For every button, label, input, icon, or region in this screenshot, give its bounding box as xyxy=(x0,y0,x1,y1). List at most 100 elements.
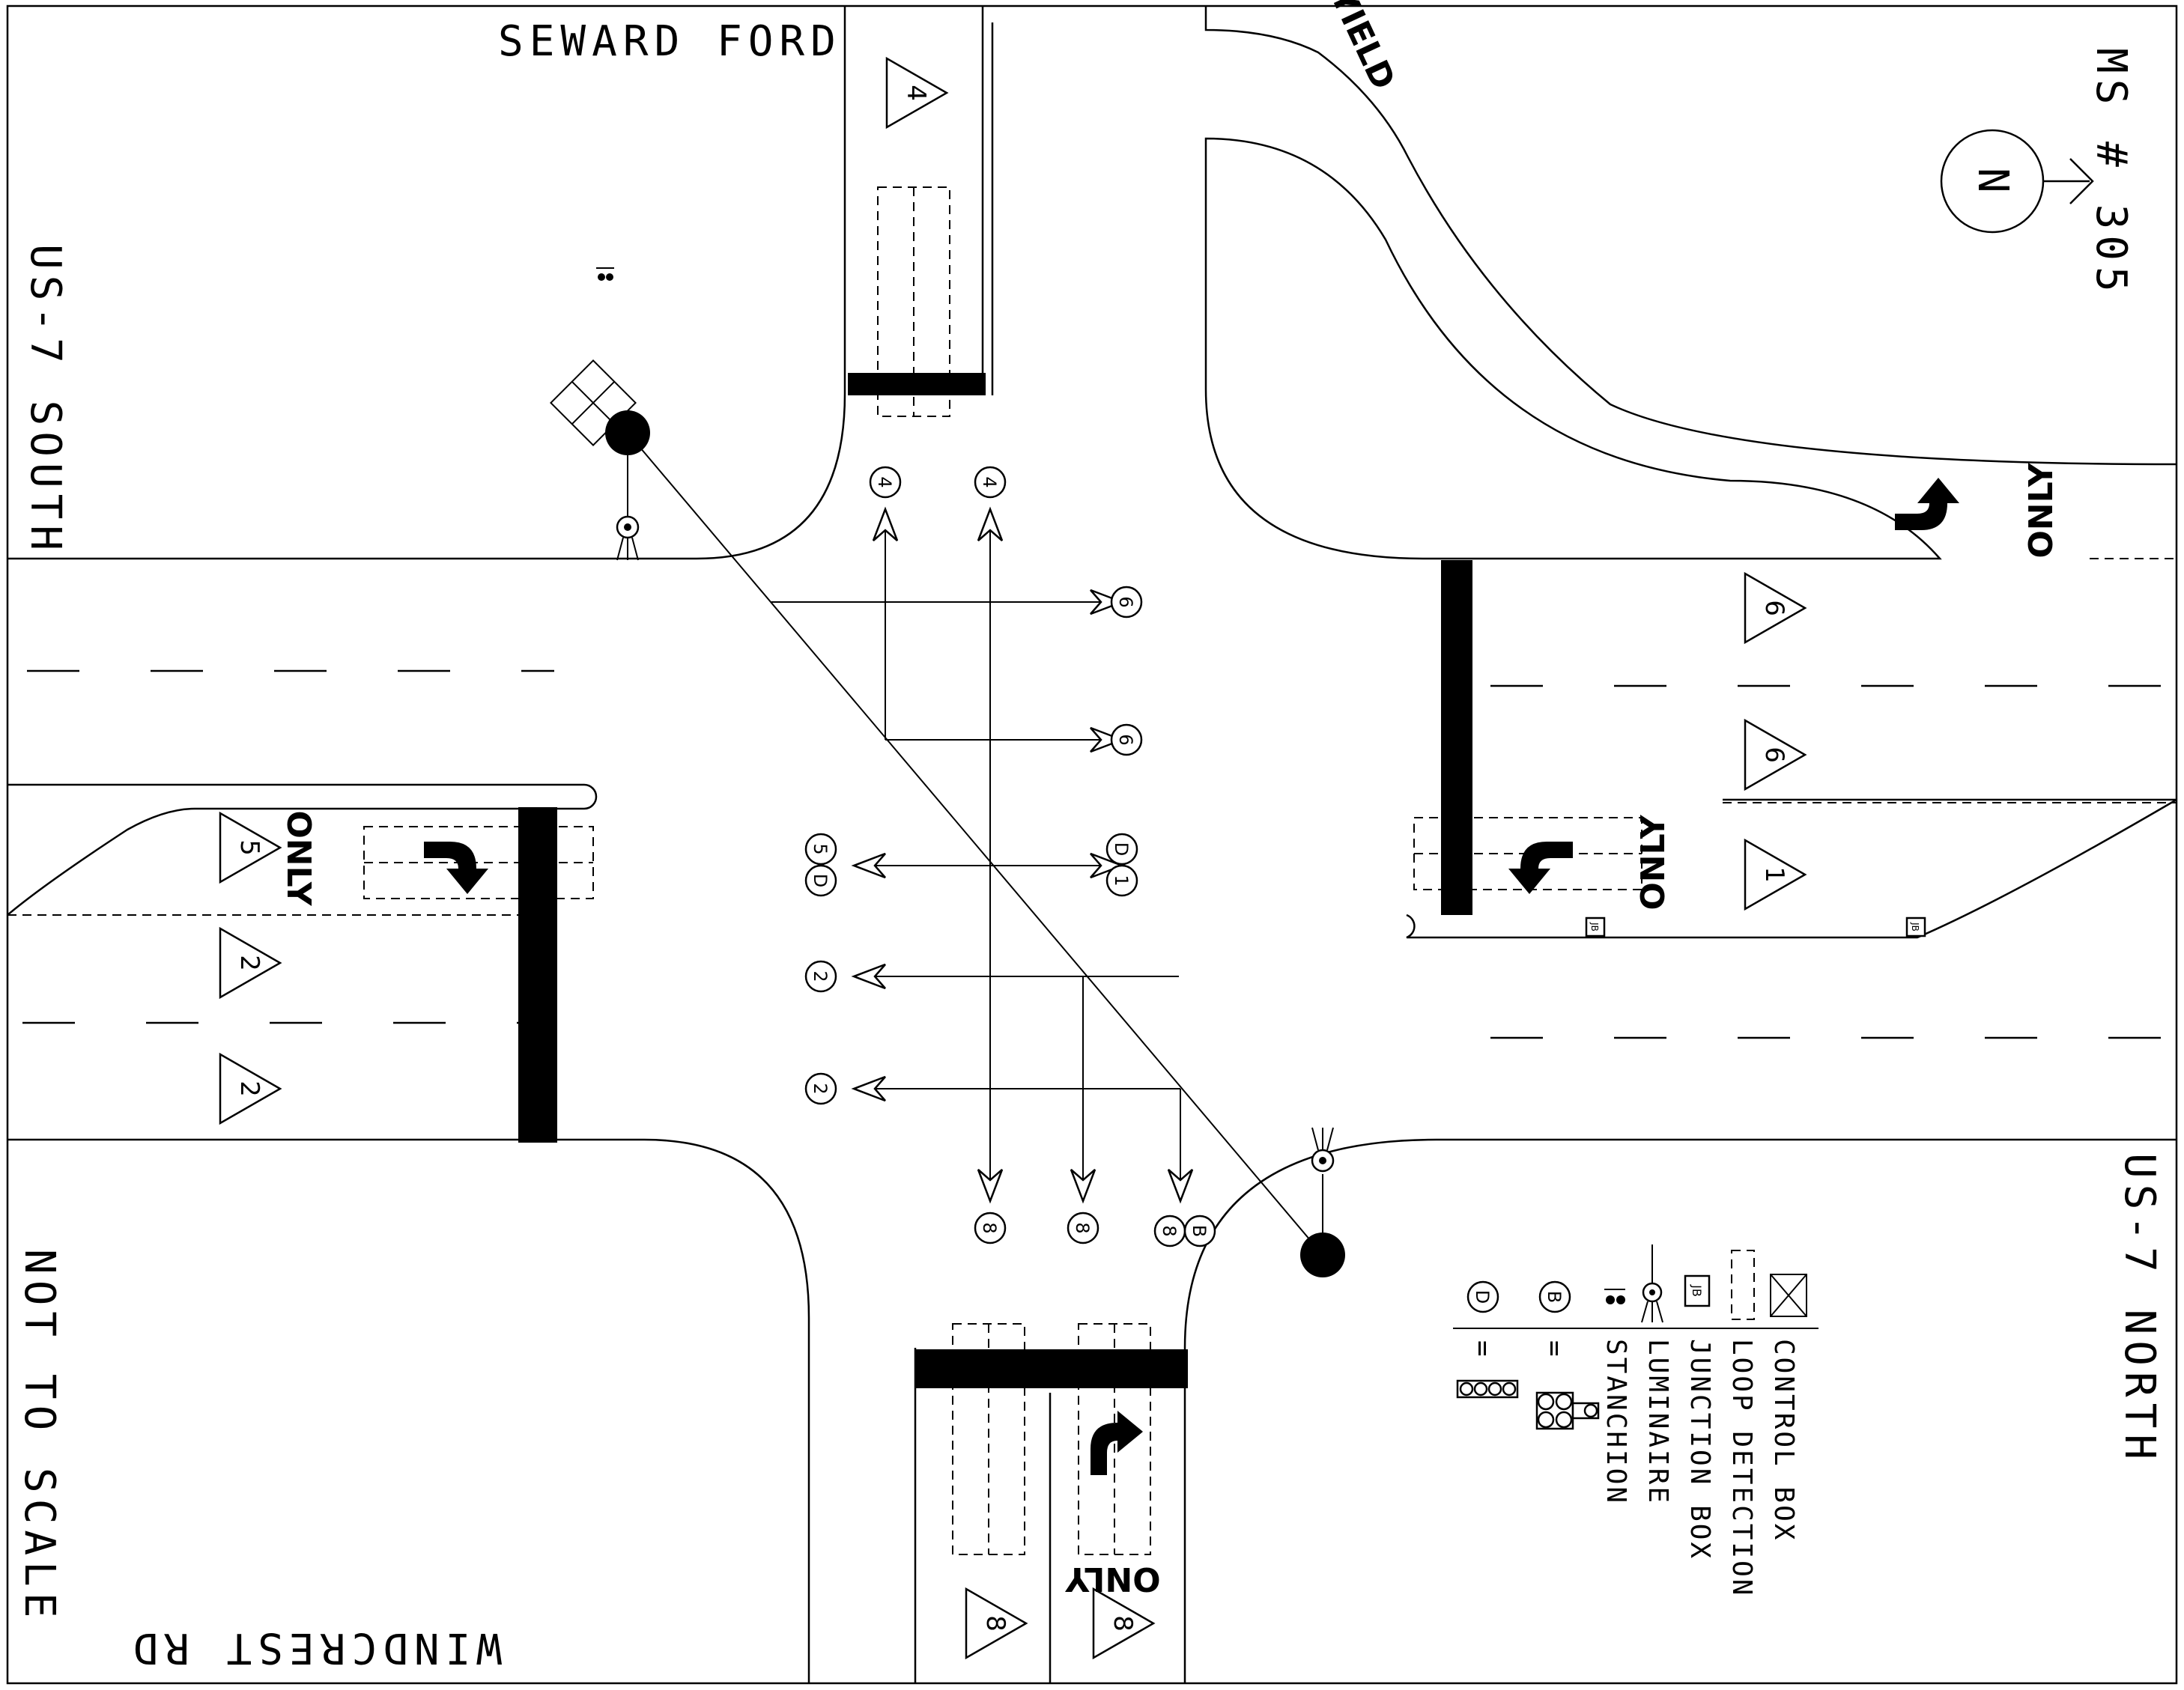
movement-circle: 4 xyxy=(974,466,1007,499)
svg-text:6: 6 xyxy=(1759,747,1789,763)
legend-control-box-icon xyxy=(1770,1274,1807,1317)
only-marking: ONLY xyxy=(2022,462,2060,558)
legend-luminaire-icon xyxy=(1641,1244,1663,1323)
svg-text:D: D xyxy=(1472,1290,1493,1304)
svg-text:D: D xyxy=(1111,842,1132,856)
junction-box-symbol: JB xyxy=(1905,917,1926,937)
svg-text:5: 5 xyxy=(234,839,264,856)
turn-arrow xyxy=(1091,1411,1143,1475)
legend-d-icon: D xyxy=(1466,1280,1499,1313)
only-marking: ONLY xyxy=(1634,814,1672,910)
svg-text:JB: JB xyxy=(1690,1284,1704,1297)
legend-stanchion-icon xyxy=(1604,1289,1625,1304)
legend-loop-icon xyxy=(1731,1250,1755,1320)
movement-circle: 1 xyxy=(1105,864,1138,897)
svg-text:JB: JB xyxy=(1589,922,1600,931)
legend-equals-b: = xyxy=(1539,1340,1570,1359)
svg-text:2: 2 xyxy=(810,970,831,982)
scale-note: NOT TO SCALE xyxy=(15,1249,64,1624)
street-label-west: US-7 SOUTH xyxy=(21,244,70,556)
movement-circle: B xyxy=(1183,1215,1216,1247)
north-arrow: N xyxy=(1940,129,2094,234)
phase-triangles: 4 6 6 1 5 2 2 8 8 xyxy=(219,56,1807,1660)
phase-triangle: 2 xyxy=(219,926,282,1000)
street-label-east: US-7 NORTH xyxy=(2115,1153,2164,1465)
svg-text:B: B xyxy=(1544,1291,1565,1303)
phase-triangle: 2 xyxy=(219,1052,282,1125)
turn-arrow xyxy=(424,842,488,894)
road-edges xyxy=(7,6,2177,1683)
svg-text:4: 4 xyxy=(979,476,1000,487)
legend-b-signal-icon xyxy=(1535,1391,1600,1430)
svg-text:8: 8 xyxy=(980,1615,1010,1632)
legend-stanchion: STANCHION xyxy=(1601,1339,1631,1505)
movement-circle: 4 xyxy=(869,466,902,499)
yield-marking: YIELD xyxy=(1322,0,1402,95)
svg-text:D: D xyxy=(810,874,831,887)
movement-circle: 2 xyxy=(804,1072,837,1105)
phase-triangle: 4 xyxy=(885,56,949,130)
movement-circle: 5 xyxy=(804,833,837,866)
legend-junction-box-icon: JB xyxy=(1684,1274,1711,1307)
legend-d-signal-icon xyxy=(1456,1379,1519,1399)
svg-text:2: 2 xyxy=(234,1080,264,1097)
phase-triangle: 1 xyxy=(1744,838,1807,911)
svg-text:1: 1 xyxy=(1759,866,1789,883)
svg-text:B: B xyxy=(1189,1225,1210,1237)
svg-text:8: 8 xyxy=(1072,1222,1093,1233)
movement-circle: 8 xyxy=(1153,1215,1186,1247)
site-id: MS # 305 xyxy=(2087,48,2135,298)
only-marking: ONLY xyxy=(279,810,318,906)
stanchion-symbol xyxy=(596,267,614,281)
movement-circle: D xyxy=(804,864,837,897)
svg-text:6: 6 xyxy=(1115,596,1136,607)
only-marking: ONLY xyxy=(1064,1560,1160,1598)
phase-triangle: 6 xyxy=(1744,718,1807,791)
legend-control-box: CONTROL BOX xyxy=(1768,1339,1799,1542)
svg-text:6: 6 xyxy=(1115,734,1136,745)
street-label-north: SEWARD FORD xyxy=(498,17,842,66)
north-arrow-letter: N xyxy=(1968,168,2017,199)
svg-text:8: 8 xyxy=(979,1222,1000,1233)
movement-circle: D xyxy=(1105,833,1138,866)
luminaire-symbol xyxy=(616,515,640,561)
legend-equals-d: = xyxy=(1467,1340,1498,1359)
phase-triangle: 6 xyxy=(1744,571,1807,645)
movement-labels: 4 4 6 6 D 1 5 D 2 2 8 8 8 B xyxy=(804,466,1216,1247)
movement-circle: 6 xyxy=(1110,723,1143,756)
movement-circle: 8 xyxy=(1067,1212,1099,1244)
legend-junction-box: JUNCTION BOX xyxy=(1684,1339,1715,1560)
lane-lines xyxy=(7,558,2177,1039)
phase-triangle: 5 xyxy=(219,811,282,884)
svg-text:2: 2 xyxy=(810,1083,831,1094)
svg-text:4: 4 xyxy=(901,85,931,101)
svg-text:6: 6 xyxy=(1759,600,1789,616)
legend-luminaire: LUMINAIRE xyxy=(1642,1339,1673,1505)
movement-diagram xyxy=(771,508,1194,1203)
svg-text:2: 2 xyxy=(234,955,264,971)
movement-circle: 6 xyxy=(1110,586,1143,618)
signal-equipment xyxy=(550,267,1345,1277)
street-labels: SEWARD FORD WINDCREST RD US-7 SOUTH US-7… xyxy=(15,17,2164,1672)
turn-arrow xyxy=(1895,478,1959,530)
movement-circle: 8 xyxy=(974,1212,1007,1244)
movement-circle: 2 xyxy=(804,960,837,993)
svg-text:8: 8 xyxy=(1159,1225,1180,1236)
svg-text:JB: JB xyxy=(1910,922,1920,931)
junction-boxes: JB JB xyxy=(1585,917,1926,937)
svg-text:4: 4 xyxy=(874,476,895,487)
legend: CONTROL BOX LOOP DETECTION JB JUNCTION B… xyxy=(1453,1244,1819,1597)
svg-text:8: 8 xyxy=(1108,1615,1138,1632)
phase-triangle: 8 xyxy=(1092,1587,1156,1660)
svg-text:1: 1 xyxy=(1111,875,1132,886)
legend-b-icon: B xyxy=(1538,1280,1571,1313)
svg-text:5: 5 xyxy=(810,843,831,854)
street-label-south: WINDCREST RD xyxy=(127,1623,502,1672)
loop-detectors xyxy=(363,186,1642,1555)
junction-box-symbol: JB xyxy=(1585,917,1606,937)
legend-loop-detection: LOOP DETECTION xyxy=(1726,1339,1757,1597)
luminaire-symbol xyxy=(1311,1127,1335,1173)
drawing-border xyxy=(6,4,2178,1685)
phase-triangle: 8 xyxy=(965,1587,1028,1660)
